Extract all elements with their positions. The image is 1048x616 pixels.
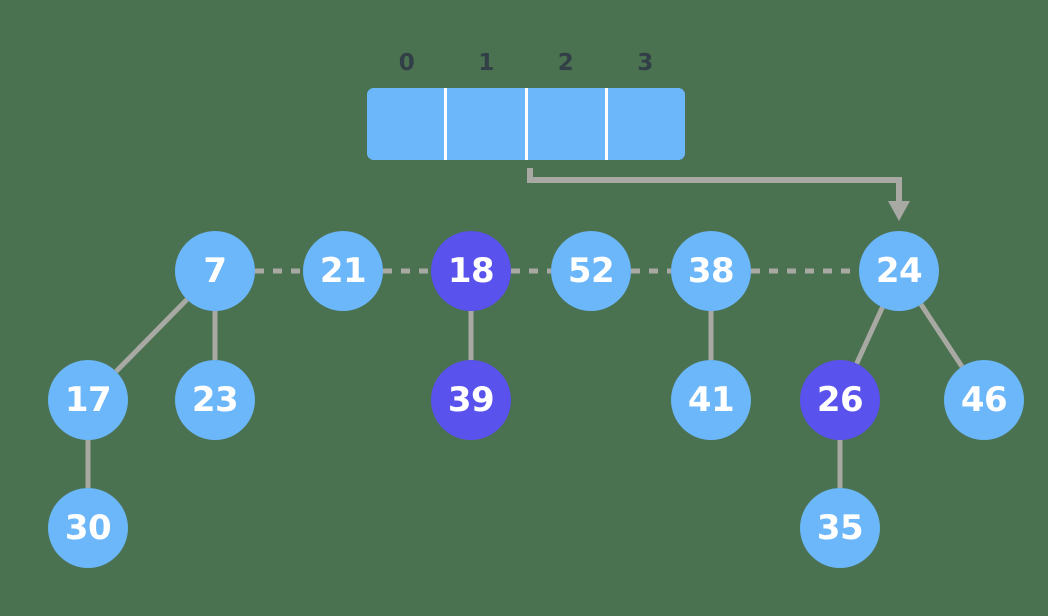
tree-node-7[interactable]: 7 [175, 231, 255, 311]
bucket-2-pointer-arrow [527, 168, 910, 221]
tree-node-18[interactable]: 18 [431, 231, 511, 311]
child-edge-7-17 [114, 297, 189, 374]
tree-node-35[interactable]: 35 [800, 488, 880, 568]
tree-node-41[interactable]: 41 [671, 360, 751, 440]
solid-edge-group [85, 297, 965, 488]
tree-node-23[interactable]: 23 [175, 360, 255, 440]
pointer-arrow-path [527, 168, 902, 203]
tree-node-17[interactable]: 17 [48, 360, 128, 440]
tree-node-30[interactable]: 30 [48, 488, 128, 568]
tree-node-39[interactable]: 39 [431, 360, 511, 440]
bucket-index-label-0: 0 [398, 50, 415, 76]
bucket-cell-2[interactable] [524, 88, 605, 160]
tree-node-21[interactable]: 21 [303, 231, 383, 311]
bucket-index-label-2: 2 [557, 50, 574, 76]
tree-node-24[interactable]: 24 [859, 231, 939, 311]
tree-node-46[interactable]: 46 [944, 360, 1024, 440]
bucket-cell-0[interactable] [367, 88, 445, 160]
bucket-index-label-1: 1 [478, 50, 495, 76]
child-edge-24-46 [918, 303, 965, 368]
bucket-cell-3[interactable] [604, 88, 685, 160]
tree-node-26[interactable]: 26 [800, 360, 880, 440]
bucket-index-label-3: 3 [637, 50, 654, 76]
tree-node-52[interactable]: 52 [551, 231, 631, 311]
tree-node-38[interactable]: 38 [671, 231, 751, 311]
bucket-cell-1[interactable] [444, 88, 525, 160]
child-edge-24-26 [854, 306, 885, 365]
pointer-arrow-head-icon [888, 201, 910, 221]
hash-bucket-array[interactable] [367, 88, 685, 160]
